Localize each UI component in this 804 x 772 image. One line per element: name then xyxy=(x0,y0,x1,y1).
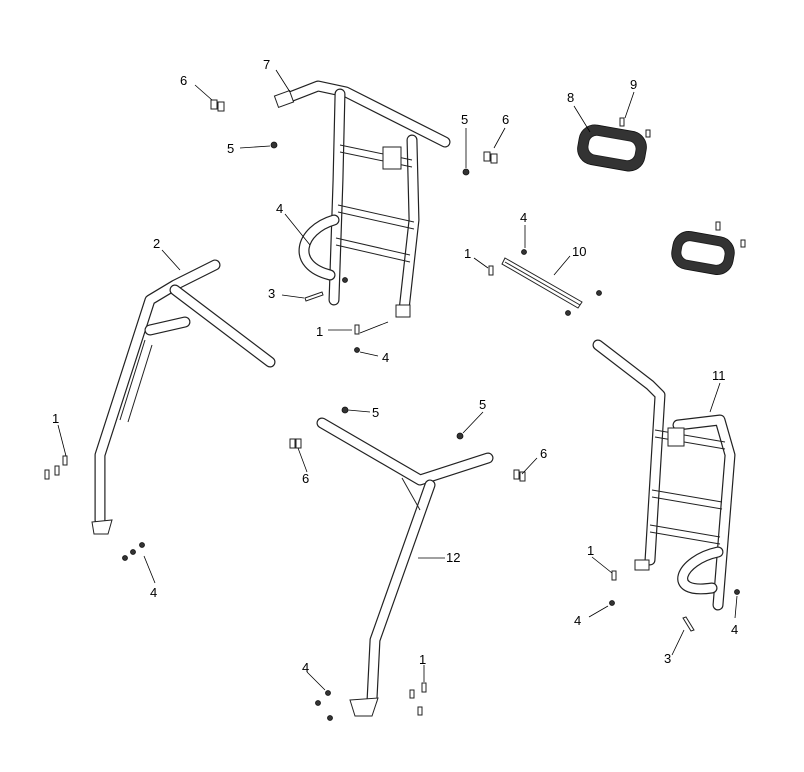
handle-part-8-second xyxy=(671,231,735,275)
hardware xyxy=(44,99,746,721)
callout-6: 6 xyxy=(502,112,509,127)
callout-1: 1 xyxy=(316,324,323,339)
callout-1: 1 xyxy=(464,246,471,261)
callout-3: 3 xyxy=(268,286,275,301)
callout-5: 5 xyxy=(461,112,468,127)
callout-9: 9 xyxy=(630,77,637,92)
frame-part-11 xyxy=(592,339,736,611)
callouts: 6 7 5 4 2 3 1 4 5 6 8 9 4 1 10 1 4 5 5 6… xyxy=(52,57,738,675)
frame-part-12 xyxy=(316,417,494,717)
callout-5: 5 xyxy=(227,141,234,156)
leader-lines xyxy=(57,69,738,691)
callout-8: 8 xyxy=(567,90,574,105)
frame-part-2 xyxy=(91,259,276,535)
callout-5: 5 xyxy=(372,405,379,420)
callout-2: 2 xyxy=(153,236,160,251)
callout-4: 4 xyxy=(150,585,157,600)
callout-6: 6 xyxy=(302,471,309,486)
callout-4: 4 xyxy=(520,210,527,225)
callout-4: 4 xyxy=(276,201,283,216)
frame-part-7 xyxy=(273,80,451,318)
callout-7: 7 xyxy=(263,57,270,72)
callout-4: 4 xyxy=(302,660,309,675)
handle-part-8 xyxy=(577,124,647,172)
callout-1: 1 xyxy=(587,543,594,558)
callout-6: 6 xyxy=(540,446,547,461)
callout-1: 1 xyxy=(52,411,59,426)
callout-4: 4 xyxy=(731,622,738,637)
callout-1: 1 xyxy=(419,652,426,667)
callout-3: 3 xyxy=(664,651,671,666)
callout-10: 10 xyxy=(572,244,586,259)
callout-12: 12 xyxy=(446,550,460,565)
callout-4: 4 xyxy=(574,613,581,628)
callout-6: 6 xyxy=(180,73,187,88)
brace-part-10 xyxy=(501,257,583,309)
callout-11: 11 xyxy=(712,368,726,383)
callout-5: 5 xyxy=(479,397,486,412)
callout-4: 4 xyxy=(382,350,389,365)
